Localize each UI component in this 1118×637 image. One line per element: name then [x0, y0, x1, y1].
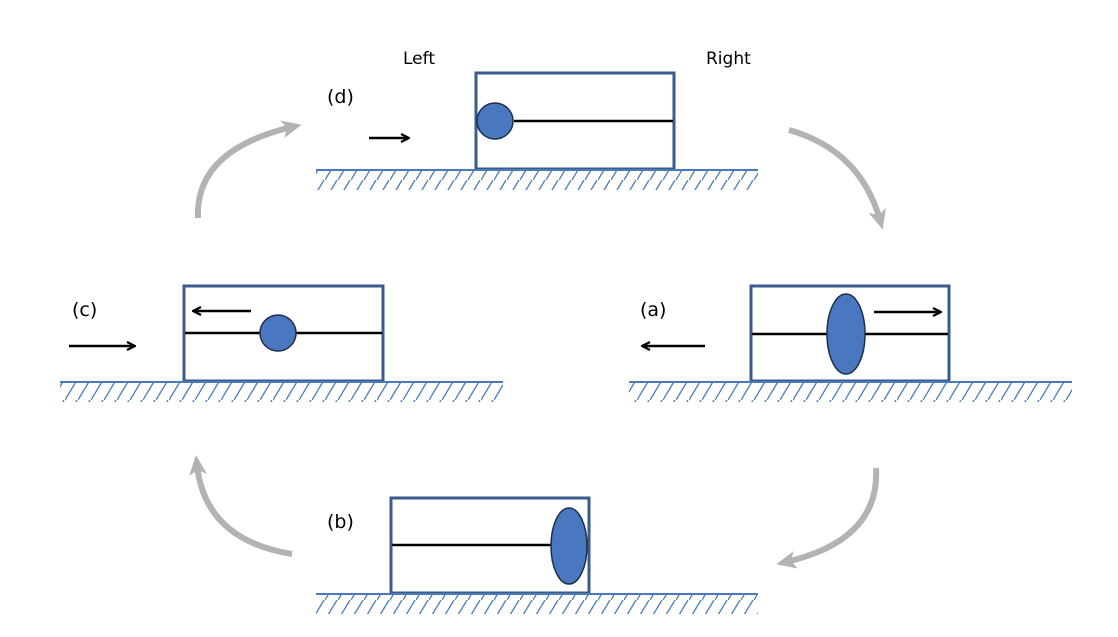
stage-c-label: (c) — [72, 299, 97, 321]
stage-b: (b) — [316, 496, 758, 614]
cycle-arrow-a-to-b — [776, 467, 880, 569]
stage-b-label: (b) — [327, 511, 354, 533]
stage-a-label: (a) — [640, 299, 666, 321]
ground — [629, 381, 1072, 402]
ground — [316, 593, 758, 614]
stage-d-label: (d) — [327, 86, 354, 108]
ball — [476, 102, 514, 140]
ball — [259, 314, 297, 352]
ball-compressed — [826, 293, 866, 375]
ground — [316, 169, 758, 190]
ground — [60, 381, 503, 402]
cycle-arrow-b-to-c — [189, 455, 293, 557]
cycle-arrow-d-to-a — [788, 127, 886, 230]
right-label: Right — [706, 49, 751, 69]
stage-d: Left Right (d) — [316, 49, 758, 190]
left-label: Left — [403, 49, 435, 69]
stage-a: (a) — [629, 284, 1072, 402]
cycle-arrow-c-to-d — [194, 120, 302, 219]
ball-compressed — [550, 507, 588, 585]
stage-c: (c) — [60, 284, 503, 402]
